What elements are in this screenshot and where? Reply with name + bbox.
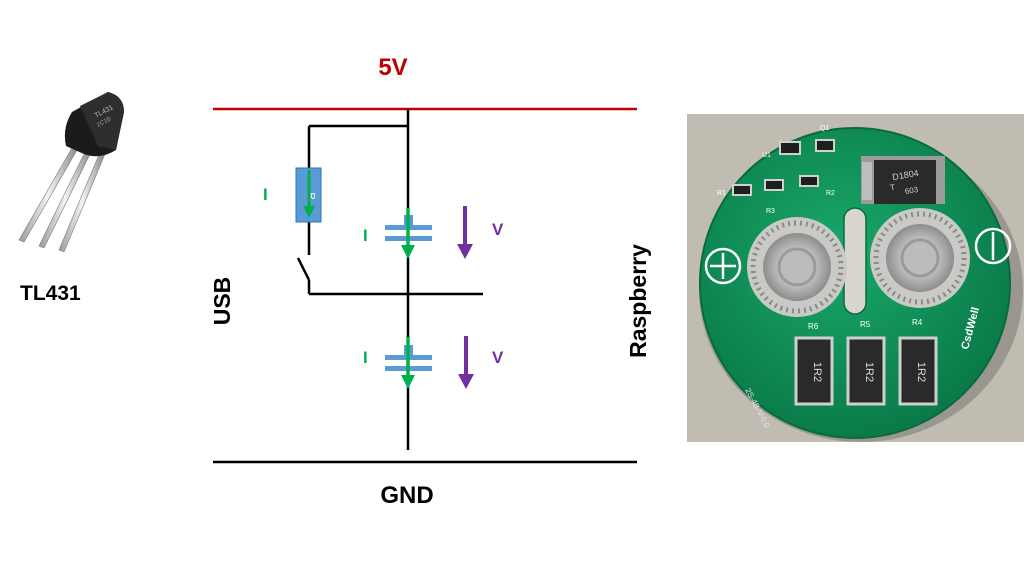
pcb-pad-left — [747, 217, 847, 317]
svg-text:Q1: Q1 — [820, 125, 829, 132]
svg-text:R2: R2 — [826, 190, 835, 197]
svg-text:D1804: D1804 — [892, 168, 920, 182]
svg-text:1R2: 1R2 — [915, 362, 927, 382]
rail-gnd-label: GND — [380, 482, 433, 509]
voltage-arrow-2 — [458, 336, 474, 389]
svg-text:1R2: 1R2 — [863, 362, 875, 382]
svg-text:603: 603 — [904, 185, 919, 196]
pcb-regulator-chip: D1804 T 603 — [861, 156, 945, 204]
svg-text:R4: R4 — [912, 318, 923, 327]
capacitor-1-voltage-label: V — [492, 220, 504, 239]
balancer-board-photo: D1804 T 603 Q1 U1 R1 R3 R2 1R2 1R2 1R2 — [687, 114, 1024, 442]
svg-text:R5: R5 — [860, 320, 871, 329]
pcb-resistor-row: 1R2 1R2 1R2 — [794, 336, 938, 406]
capacitor-2-voltage-label: V — [492, 348, 504, 367]
voltage-arrow-1 — [457, 206, 473, 259]
pcb-pad-right — [870, 208, 970, 308]
capacitor-1-current-label: I — [363, 226, 368, 245]
switch-symbol — [296, 257, 311, 281]
usb-side-label: USB — [209, 277, 235, 326]
rail-5v-label: 5V — [378, 54, 407, 81]
svg-text:R1: R1 — [717, 190, 726, 197]
raspberry-side-label: Raspberry — [625, 244, 651, 358]
svg-text:1R2: 1R2 — [811, 362, 823, 382]
capacitor-2-current-label: I — [363, 348, 368, 367]
svg-text:T: T — [889, 183, 895, 193]
svg-text:R6: R6 — [808, 322, 819, 331]
svg-text:U1: U1 — [762, 152, 771, 159]
resistor-current-label: I — [263, 185, 268, 204]
component-name-label: TL431 — [20, 282, 81, 305]
circuit-schematic: R — [213, 107, 637, 464]
svg-text:R3: R3 — [766, 208, 775, 215]
tl431-transistor-image: TL431 2C1B — [18, 92, 124, 253]
